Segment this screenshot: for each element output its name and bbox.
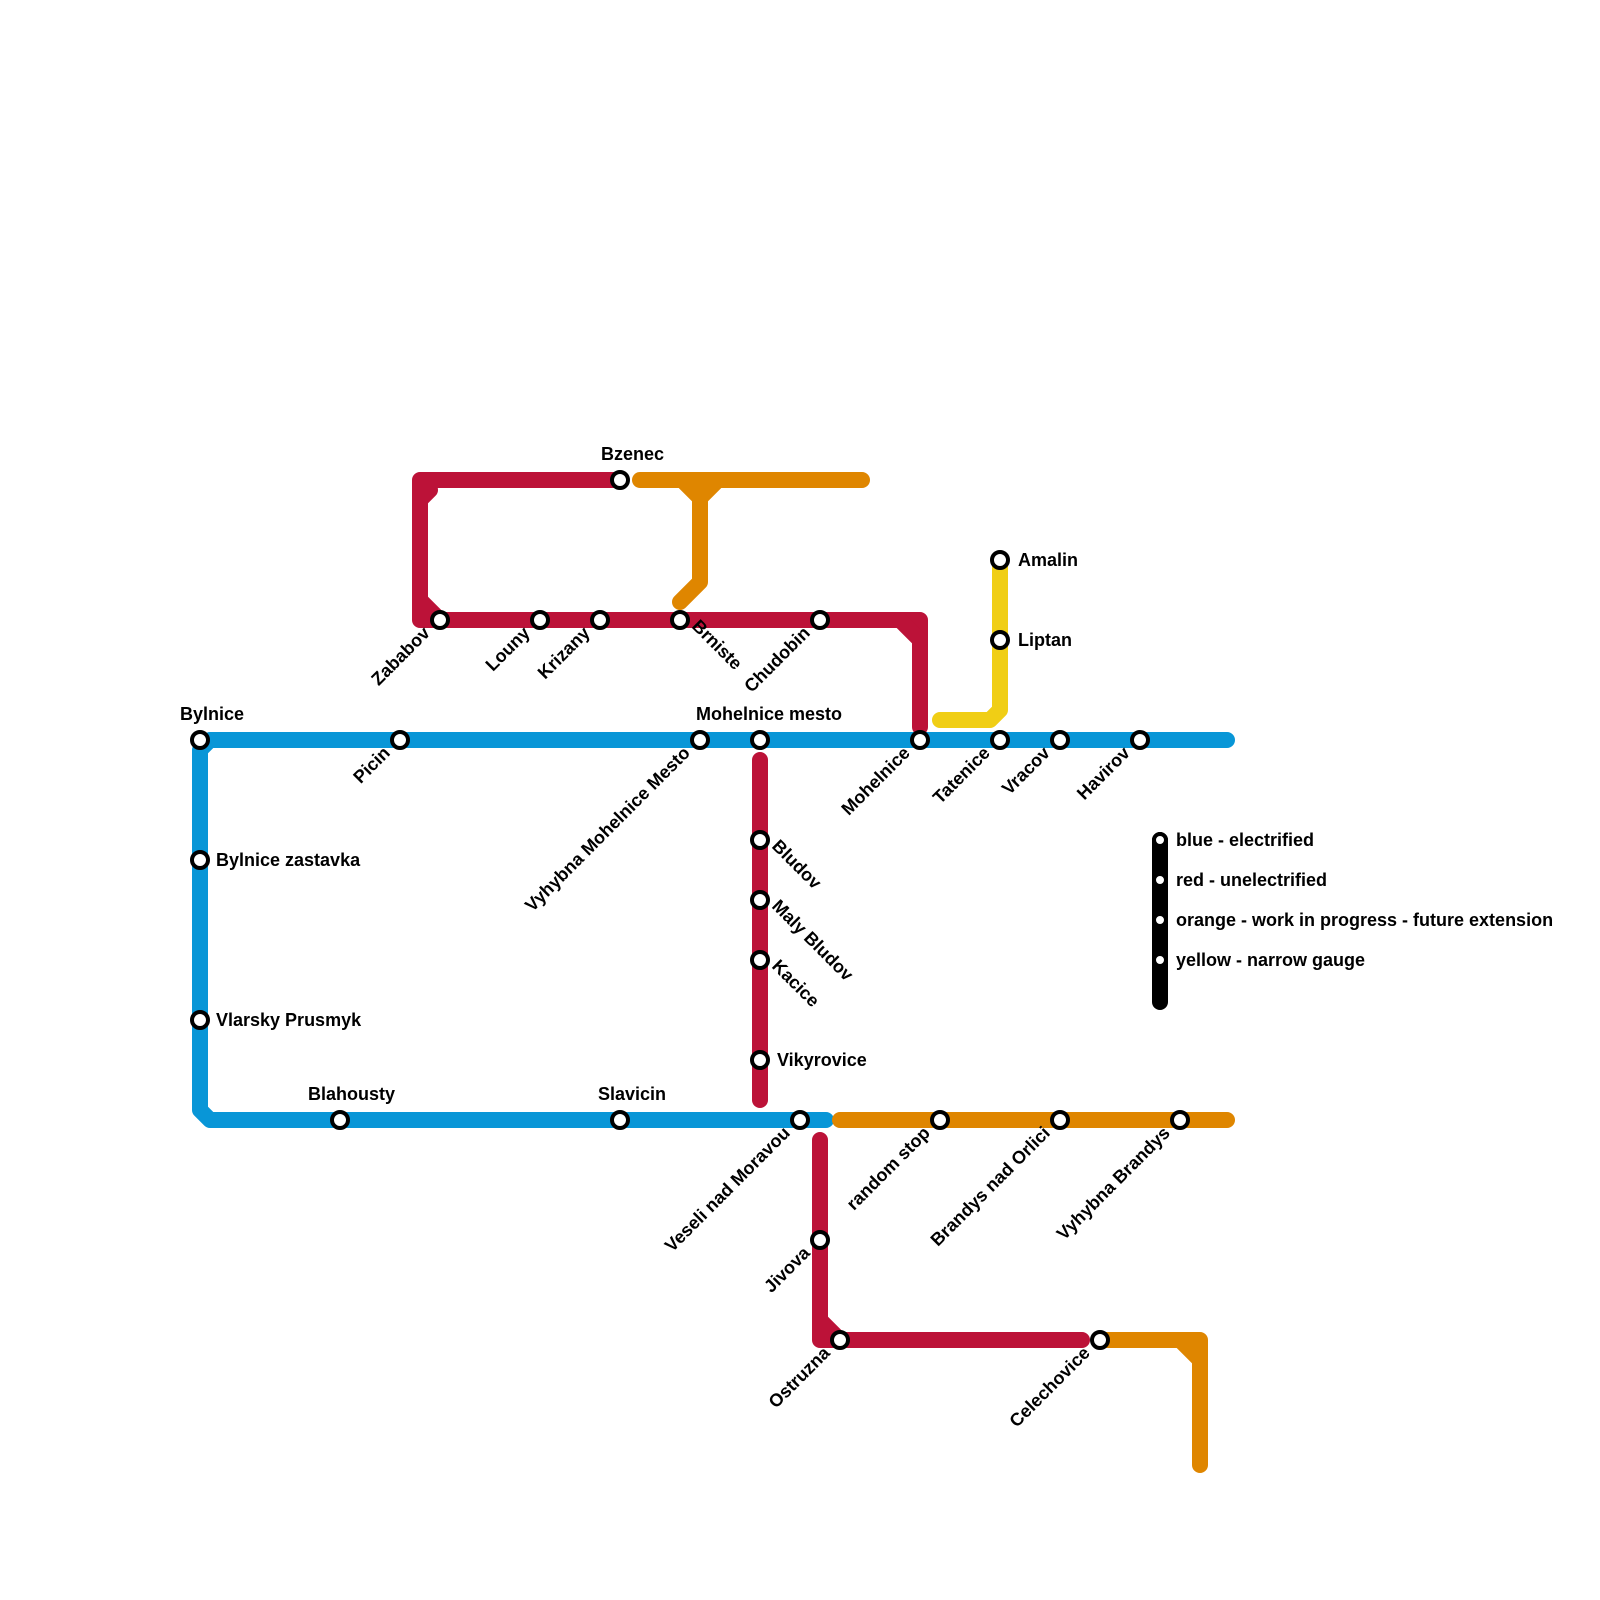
station-marker-bylnice[interactable]: [190, 730, 210, 750]
station-marker-blahousty[interactable]: [330, 1110, 350, 1130]
station-label-jivova: Jivova: [760, 1242, 814, 1296]
blue-line-main: [192, 732, 1235, 1128]
station-label-bylnice: Bylnice: [180, 704, 244, 724]
legend: blue - electrified red - unelectrified o…: [1176, 830, 1553, 970]
station-label-kacice: Kacice: [768, 956, 823, 1011]
station-label-vyhybna-mohelnice-mesto: Vyhybna Mohelnice Mesto: [521, 743, 694, 916]
station-marker-slavicin[interactable]: [610, 1110, 630, 1130]
station-marker-picin[interactable]: [390, 730, 410, 750]
station-marker-bzenec[interactable]: [610, 470, 630, 490]
station-marker-brniste[interactable]: [670, 610, 690, 630]
station-label-zababov: Zababov: [367, 623, 433, 689]
station-marker-bylnice-zastavka[interactable]: [190, 850, 210, 870]
legend-label-red: red - unelectrified: [1176, 870, 1327, 890]
station-marker-random-stop[interactable]: [930, 1110, 950, 1130]
station-marker-veseli-nad-moravou[interactable]: [790, 1110, 810, 1130]
station-marker-amalin[interactable]: [990, 550, 1010, 570]
station-label-mohelnice-mesto: Mohelnice mesto: [696, 704, 842, 724]
station-marker-vyhybna-mohelnice-mesto[interactable]: [690, 730, 710, 750]
station-label-liptan: Liptan: [1018, 630, 1072, 650]
station-marker-tatenice[interactable]: [990, 730, 1010, 750]
station-marker-krizany[interactable]: [590, 610, 610, 630]
station-marker-chudobin[interactable]: [810, 610, 830, 630]
legend-marker-red: [1152, 872, 1168, 888]
station-label-amalin: Amalin: [1018, 550, 1078, 570]
station-marker-havirov[interactable]: [1130, 730, 1150, 750]
red-line-jivova-branch: [812, 1132, 1090, 1348]
orange-line-celechovice: [1092, 1332, 1208, 1473]
legend-label-blue: blue - electrified: [1176, 830, 1314, 850]
station-marker-ostruzna[interactable]: [830, 1330, 850, 1350]
red-line-chudobin-corner: [892, 612, 928, 648]
station-label-bzenec: Bzenec: [601, 444, 664, 464]
legend-label-yellow: yellow - narrow gauge: [1176, 950, 1365, 970]
station-marker-vikyrovice[interactable]: [750, 1050, 770, 1070]
station-marker-louny[interactable]: [530, 610, 550, 630]
station-label-vlarsky-prusmyk: Vlarsky Prusmyk: [216, 1010, 362, 1030]
station-label-havirov: Havirov: [1073, 743, 1134, 804]
station-marker-mohelnice[interactable]: [910, 730, 930, 750]
station-label-random-stop: random stop: [843, 1123, 934, 1214]
station-label-tatenice: Tatenice: [929, 743, 994, 808]
station-label-slavicin: Slavicin: [598, 1084, 666, 1104]
station-label-chudobin: Chudobin: [740, 623, 814, 697]
station-label-brandys-nad-orlici: Brandys nad Orlici: [927, 1123, 1054, 1250]
station-label-veseli-nad-moravou: Veseli nad Moravou: [661, 1123, 794, 1256]
station-label-vikyrovice: Vikyrovice: [777, 1050, 867, 1070]
station-marker-kacice[interactable]: [750, 950, 770, 970]
station-marker-zababov[interactable]: [430, 610, 450, 630]
station-marker-vyhybna-brandys[interactable]: [1170, 1110, 1190, 1130]
route-lines: [192, 472, 1235, 1473]
station-marker-maly-bludov[interactable]: [750, 890, 770, 910]
legend-marker-yellow: [1152, 952, 1168, 968]
station-marker-celechovice[interactable]: [1090, 1330, 1110, 1350]
station-label-blahousty: Blahousty: [308, 1084, 395, 1104]
station-label-bylnice-zastavka: Bylnice zastavka: [216, 850, 361, 870]
legend-label-orange: orange - work in progress - future exten…: [1176, 910, 1553, 930]
legend-marker-blue: [1152, 832, 1168, 848]
station-labels: Bylnice Bylnice zastavka Vlarsky Prusmyk…: [180, 444, 1174, 1431]
station-label-louny: Louny: [482, 623, 534, 675]
station-marker-mohelnice-mesto[interactable]: [750, 730, 770, 750]
station-marker-vlarsky-prusmyk[interactable]: [190, 1010, 210, 1030]
station-markers: [190, 470, 1190, 1350]
legend-marker-orange: [1152, 912, 1168, 928]
station-marker-vracov[interactable]: [1050, 730, 1070, 750]
station-label-picin: Picin: [349, 743, 394, 788]
station-label-krizany: Krizany: [534, 623, 594, 683]
station-label-ostruzna: Ostruzna: [765, 1342, 835, 1412]
station-marker-brandys-nad-orlici[interactable]: [1050, 1110, 1070, 1130]
station-marker-liptan[interactable]: [990, 630, 1010, 650]
station-marker-bludov[interactable]: [750, 830, 770, 850]
station-label-celechovice: Celechovice: [1005, 1343, 1093, 1431]
station-label-mohelnice: Mohelnice: [837, 743, 913, 819]
red-line-upper-branch: [412, 482, 438, 508]
station-marker-jivova[interactable]: [810, 1230, 830, 1250]
orange-line-celechovice-corner: [1172, 1332, 1208, 1368]
station-label-bludov: Bludov: [768, 836, 825, 893]
station-label-vyhybna-brandys: Vyhybna Brandys: [1053, 1123, 1174, 1244]
red-line-upper-loop: [412, 472, 928, 735]
station-label-vracov: Vracov: [998, 743, 1054, 799]
orange-line-top-drop: [672, 490, 708, 610]
